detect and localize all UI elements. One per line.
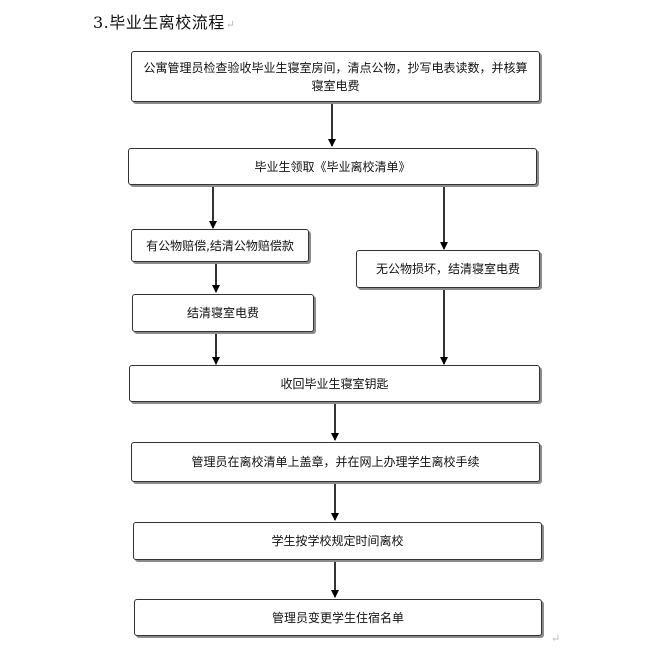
step-inspect-text: 公寓管理员检查验收毕业生寝室房间，清点公物，抄写电表读数，并核算寝室电费 xyxy=(143,60,528,93)
end-paragraph-mark: ↵ xyxy=(551,632,561,645)
step-no-damage-box: 无公物损坏，结清寝室电费 xyxy=(356,250,540,288)
step-electricity-box: 结清寝室电费 xyxy=(132,294,314,332)
step-damage-text: 有公物赔偿,结清公物赔偿款 xyxy=(146,238,294,253)
step-roster-text: 管理员变更学生住宿名单 xyxy=(271,610,404,625)
page-title: 3.毕业生离校流程↵ xyxy=(93,9,236,33)
step-receive-list-text: 毕业生领取《毕业离校清单》 xyxy=(254,159,411,174)
step-damage-box: 有公物赔偿,结清公物赔偿款 xyxy=(131,229,309,262)
step-receive-list-box: 毕业生领取《毕业离校清单》 xyxy=(128,148,537,185)
step-electricity-text: 结清寝室电费 xyxy=(186,306,259,320)
step-stamp-box: 管理员在离校清单上盖章，并在网上办理学生离校手续 xyxy=(131,442,540,482)
paragraph-mark: ↵ xyxy=(225,18,236,31)
step-leave-box: 学生按学校规定时间离校 xyxy=(133,522,542,560)
title-text: 3.毕业生离校流程 xyxy=(93,13,225,32)
step-stamp-text: 管理员在离校清单上盖章，并在网上办理学生离校手续 xyxy=(191,455,480,469)
step-leave-text: 学生按学校规定时间离校 xyxy=(271,534,404,548)
step-keys-box: 收回毕业生寝室钥匙 xyxy=(129,365,540,402)
step-keys-text: 收回毕业生寝室钥匙 xyxy=(280,376,389,391)
step-roster-box: 管理员变更学生住宿名单 xyxy=(134,599,542,636)
step-no-damage-text: 无公物损坏，结清寝室电费 xyxy=(375,262,520,276)
step-inspect-box: 公寓管理员检查验收毕业生寝室房间，清点公物，抄写电表读数，并核算寝室电费 xyxy=(131,51,540,102)
